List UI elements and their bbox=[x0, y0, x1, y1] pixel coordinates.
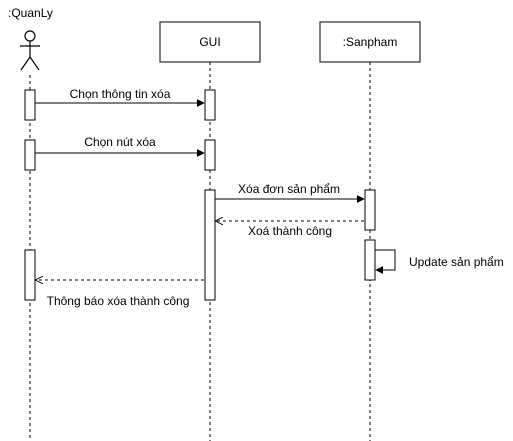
message-label: Chọn nút xóa bbox=[84, 135, 156, 149]
message-xoa-thanh-cong: Xoá thành công bbox=[216, 221, 364, 238]
message-xoa-don-san-pham: Xóa đơn sản phẩm bbox=[215, 182, 365, 203]
activation-gui-1 bbox=[204, 89, 216, 121]
actor-label: :QuanLy bbox=[8, 6, 53, 20]
activation-gui-3 bbox=[204, 189, 216, 301]
participant-gui-label: GUI bbox=[199, 35, 220, 49]
message-label: Xóa đơn sản phẩm bbox=[238, 182, 340, 196]
activation-sanpham-1 bbox=[364, 189, 376, 231]
message-thong-bao-xoa-thanh-cong: Thông báo xóa thành công bbox=[36, 280, 204, 308]
message-chon-nut-xoa: Chọn nút xóa bbox=[35, 135, 205, 157]
message-update-san-pham: Update sản phẩm bbox=[375, 249, 504, 274]
actor-quanly[interactable]: :QuanLy bbox=[8, 6, 53, 71]
message-label: Update sản phẩm bbox=[409, 255, 504, 269]
message-label: Chọn thông tin xóa bbox=[70, 87, 171, 101]
participant-gui[interactable]: GUI bbox=[159, 21, 261, 63]
participant-sanpham[interactable]: :Sanpham bbox=[319, 21, 421, 63]
stick-figure-icon bbox=[20, 30, 40, 71]
participant-sanpham-label: :Sanpham bbox=[343, 35, 398, 49]
activation-actor-1 bbox=[24, 89, 36, 121]
message-chon-thong-tin-xoa: Chọn thông tin xóa bbox=[35, 87, 205, 107]
activation-sanpham-2 bbox=[364, 239, 376, 281]
activation-gui-2 bbox=[204, 139, 216, 171]
activation-actor-2 bbox=[24, 139, 36, 171]
message-label: Thông báo xóa thành công bbox=[47, 294, 190, 308]
activation-actor-3 bbox=[24, 249, 36, 301]
message-label: Xoá thành công bbox=[248, 224, 332, 238]
